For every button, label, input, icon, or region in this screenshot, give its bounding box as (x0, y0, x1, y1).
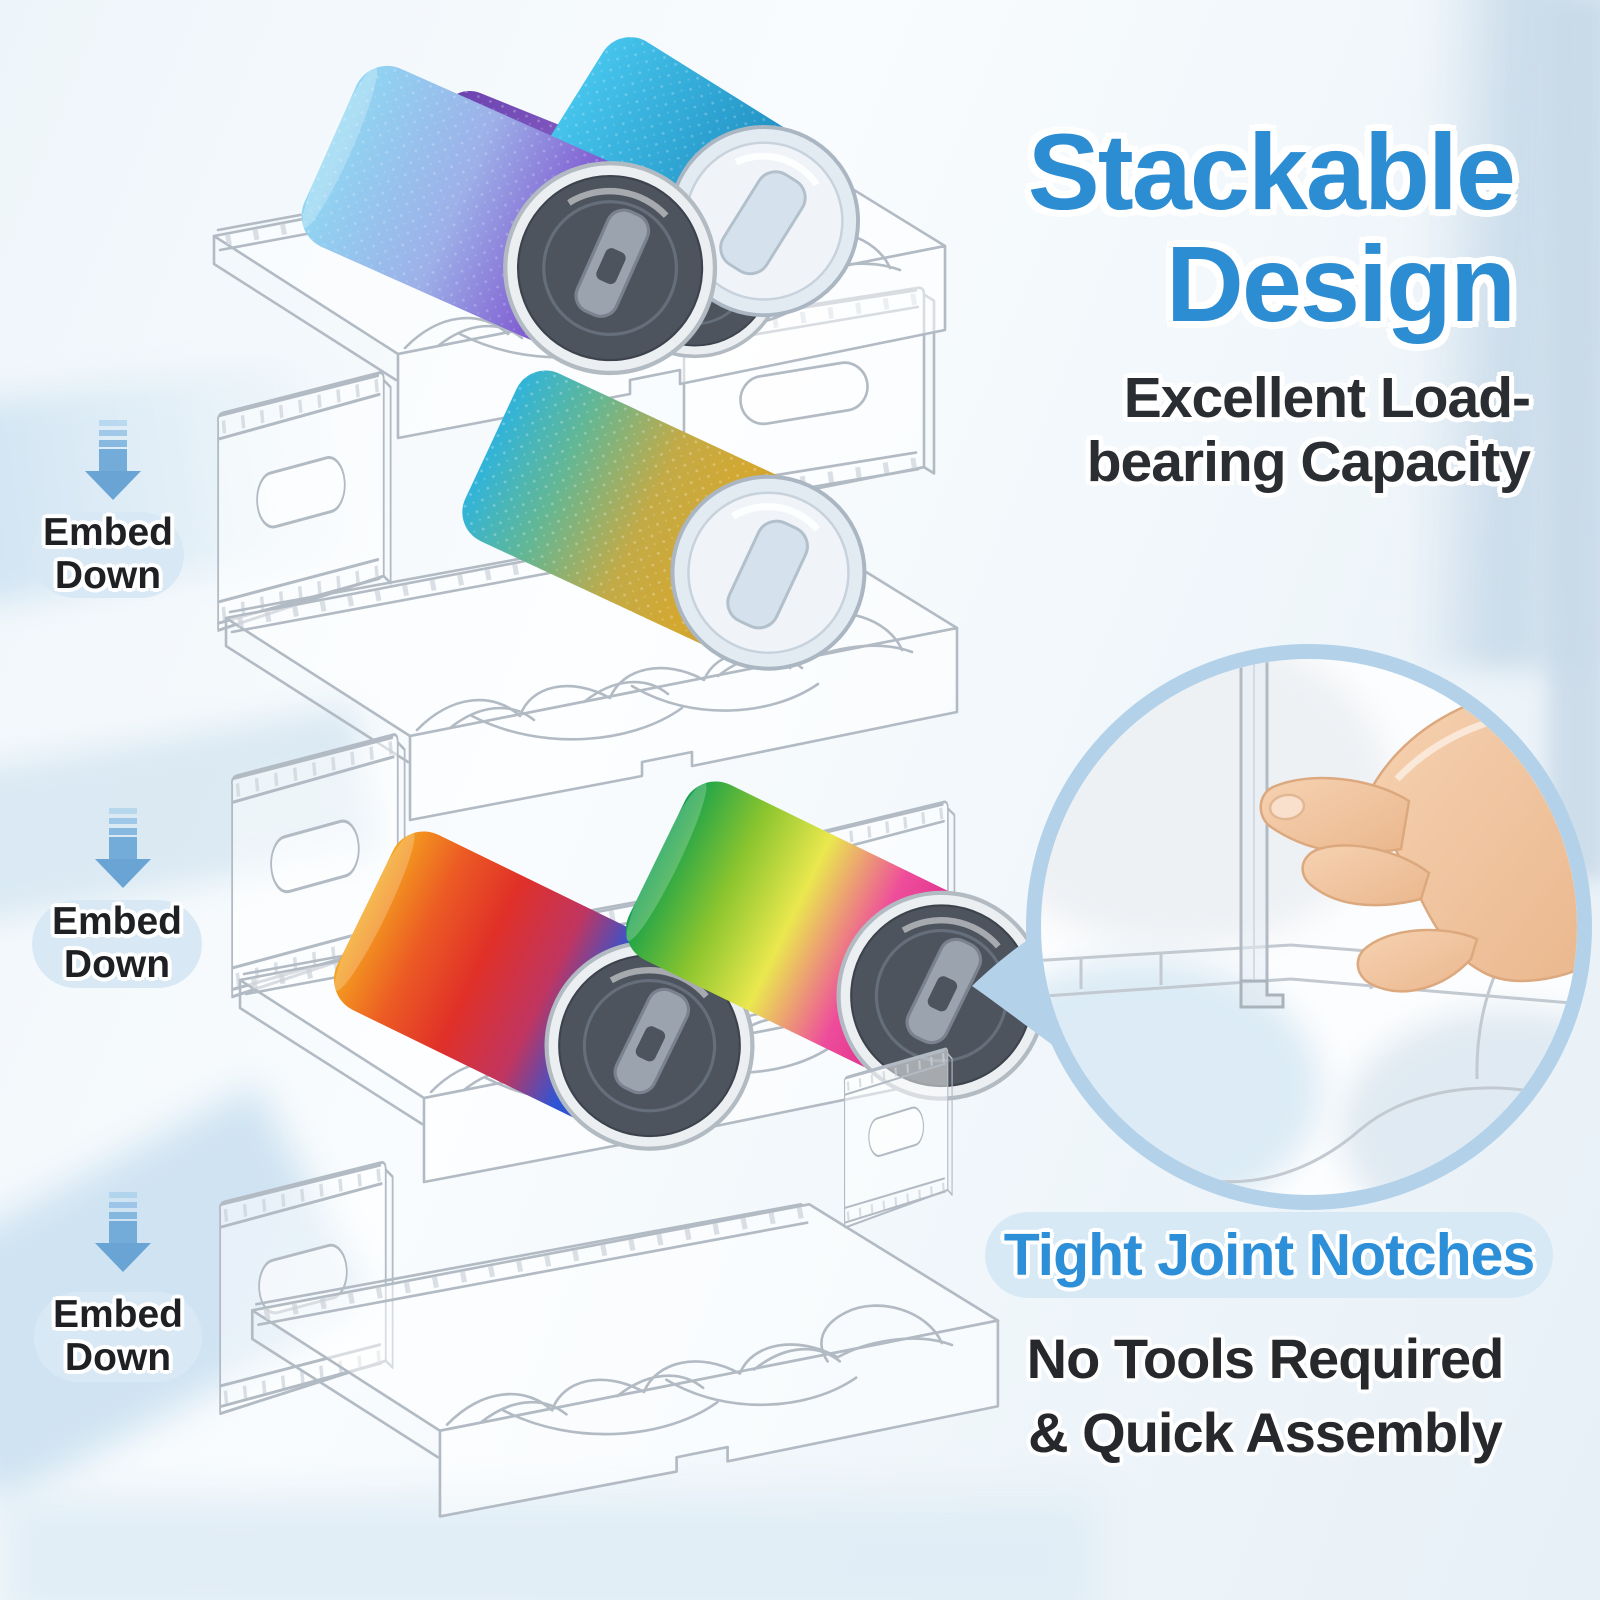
joint-badge: Tight Joint Notches (985, 1212, 1553, 1298)
detail-zoom-inset (972, 644, 1592, 1210)
headline: Stackable Design (1027, 111, 1516, 345)
joint-notch-strip (1239, 659, 1285, 1009)
joint-notch-photo (1041, 659, 1577, 1195)
subheadline-line2: bearing Capacity (1086, 430, 1531, 495)
embed-label-line2: Down (64, 1336, 172, 1379)
embed-down-arrow-icon (95, 808, 151, 888)
joint-badge-label: Tight Joint Notches (1003, 1222, 1536, 1288)
embed-down-arrow-icon (95, 1192, 151, 1272)
embed-down-label: Embed Down (32, 900, 202, 988)
embed-label-line2: Down (63, 943, 171, 986)
tumbler-blue-purple (301, 65, 748, 407)
tumbler-gold (462, 370, 896, 700)
embed-down-label: Embed Down (34, 1292, 202, 1382)
embed-down-arrow-icon (85, 420, 141, 500)
tumbler-green-yellow-magenta (625, 781, 1080, 1133)
zoom-circle (1026, 644, 1592, 1210)
embed-label-line1: Embed (52, 1293, 184, 1337)
assembly-note: No Tools Required & Quick Assembly (975, 1322, 1555, 1471)
embed-label-line1: Embed (42, 511, 174, 555)
assembly-note-line2: & Quick Assembly (1028, 1401, 1503, 1465)
assembly-note-line1: No Tools Required (1026, 1327, 1505, 1390)
embed-label-line2: Down (54, 554, 162, 597)
subheadline: Excellent Load- bearing Capacity (1086, 366, 1531, 495)
headline-line2: Design (1165, 223, 1516, 345)
embed-label-line1: Embed (51, 900, 183, 944)
headline-line1: Stackable (1027, 111, 1516, 232)
embed-down-label: Embed Down (32, 511, 184, 598)
separator-wall (844, 1049, 952, 1228)
subheadline-line1: Excellent Load- (1123, 366, 1531, 430)
